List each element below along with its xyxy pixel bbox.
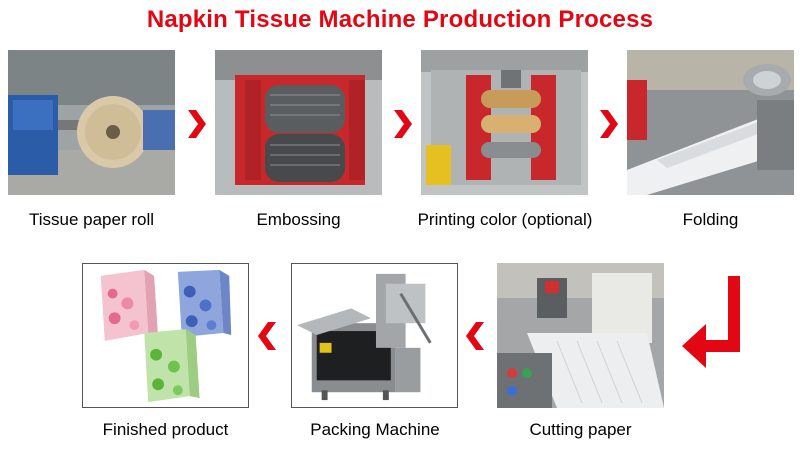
down-left-turn-arrow-icon (682, 276, 746, 376)
step-label-folding: Folding (682, 210, 739, 229)
step-label-packing-machine: Packing Machine (310, 420, 440, 439)
step-label-embossing: Embossing (256, 210, 341, 229)
step-label-tissue-paper-roll: Tissue paper roll (28, 210, 155, 229)
chevron-left-icon (466, 322, 486, 350)
tissue-paper-roll-photo (8, 50, 175, 195)
chevron-right-icon (392, 110, 412, 138)
finished-product-photo (82, 263, 249, 408)
chevron-right-icon (186, 110, 206, 138)
step-label-finished-product: Finished product (102, 420, 229, 439)
folding-photo (627, 50, 794, 195)
cutting-paper-photo (497, 263, 664, 408)
embossing-photo (215, 50, 382, 195)
chevron-right-icon (598, 110, 618, 138)
chevron-left-icon (258, 322, 278, 350)
packing-machine-photo (291, 263, 458, 408)
printing-color-photo (421, 50, 588, 195)
step-label-printing-color: Printing color (optional) (417, 210, 593, 229)
step-label-cutting-paper: Cutting paper (529, 420, 632, 439)
page-title: Napkin Tissue Machine Production Process (146, 6, 654, 33)
